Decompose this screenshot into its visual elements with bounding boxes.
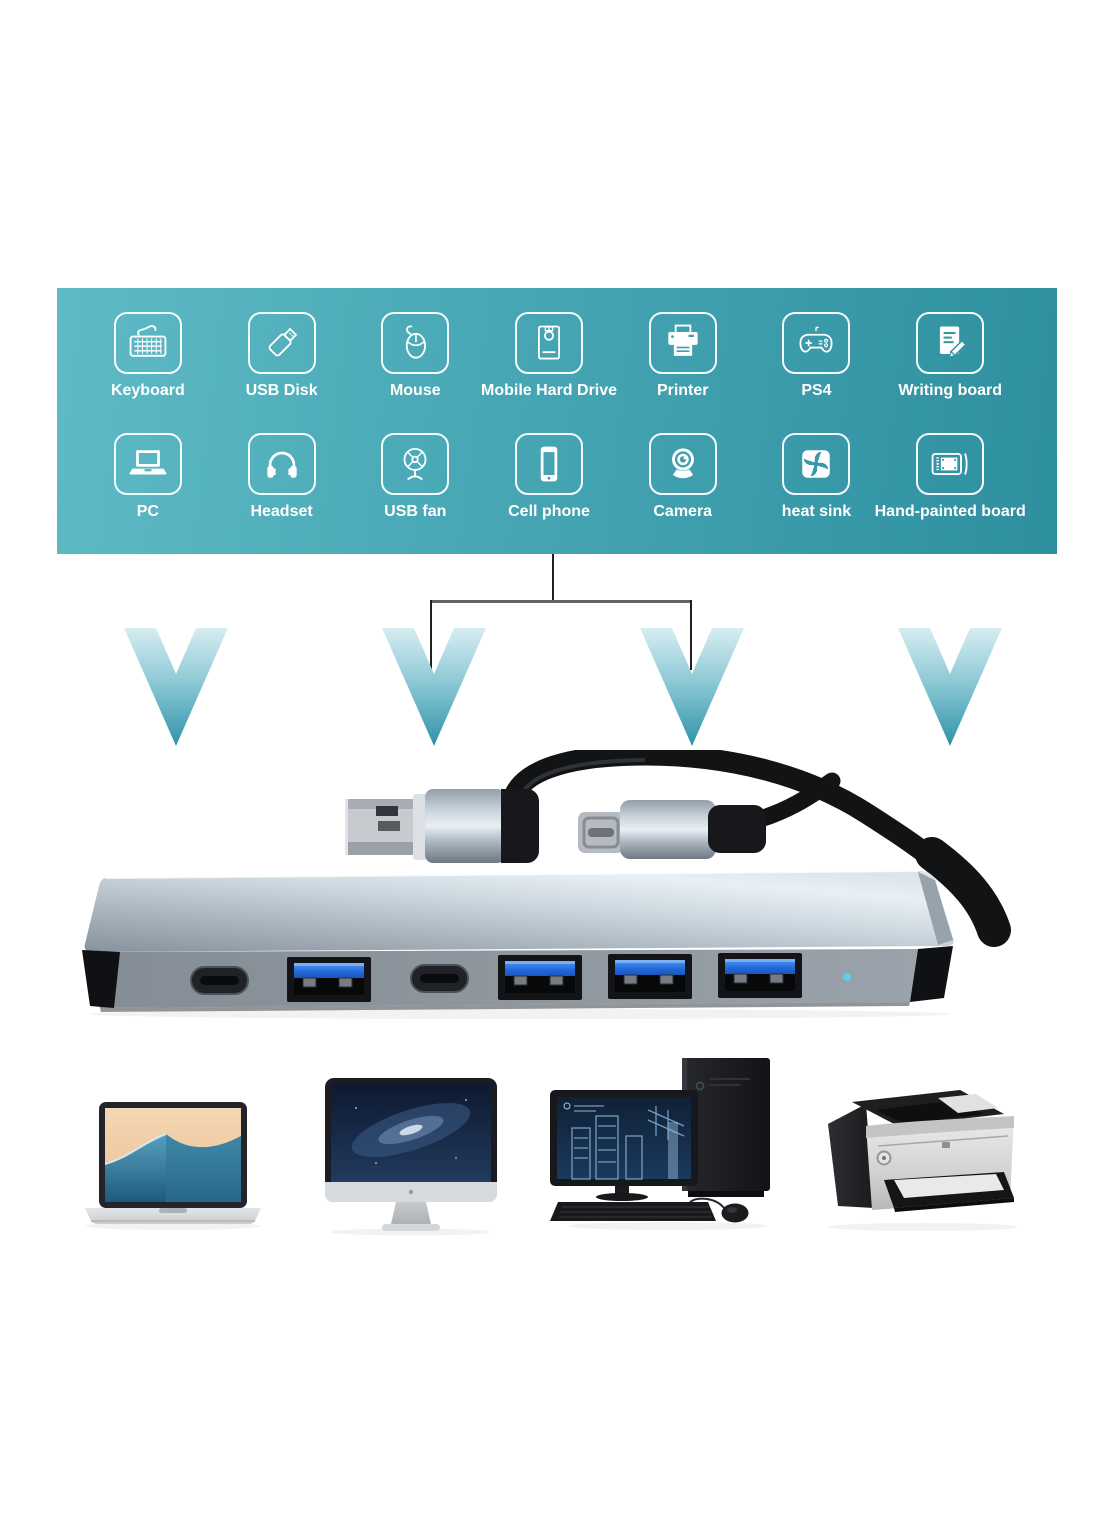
banner-item-label: Writing board — [898, 382, 1003, 399]
mouse-icon — [381, 312, 450, 374]
usb-c-connector — [578, 800, 766, 859]
desktop-computer-image — [548, 1050, 793, 1232]
laptop-image — [78, 1102, 268, 1230]
printer-image — [818, 1080, 1043, 1232]
banner-item-mouse: Mouse — [348, 312, 482, 400]
banner-item-usb-disk: USB Disk — [215, 312, 349, 400]
banner-item-label: USB Disk — [245, 382, 318, 399]
banner-item-usb-fan: USB fan — [348, 433, 482, 521]
usb-c-port — [190, 966, 249, 995]
banner-item-writing-board: Writing board — [883, 312, 1017, 400]
printer-icon — [648, 312, 717, 374]
down-arrow-icon — [890, 628, 1010, 746]
banner-item-headset: Headset — [215, 433, 349, 521]
hub-ports — [190, 952, 851, 1003]
banner-item-label: Mouse — [389, 382, 441, 399]
usb-disk-icon — [247, 312, 316, 374]
banner-item-label: Headset — [250, 503, 313, 520]
banner-item-label: PS4 — [801, 382, 832, 399]
usb-a-connector — [345, 789, 539, 863]
keyboard-icon — [113, 312, 182, 374]
usb-fan-icon — [381, 433, 450, 495]
camera-icon — [648, 433, 717, 495]
laptop-icon — [113, 433, 182, 495]
banner-item-label: heat sink — [781, 503, 852, 520]
power-led — [843, 973, 851, 981]
banner-item-mobile-hard-drive: Mobile Hard Drive — [481, 312, 618, 400]
banner-item-label: Printer — [656, 382, 709, 399]
usb-a-port — [607, 953, 693, 1000]
banner-item-pc: PC — [81, 433, 215, 521]
usb-a-port — [717, 952, 803, 999]
usb-a-port — [286, 956, 372, 1003]
cell-phone-icon — [515, 433, 584, 495]
banner-item-label: Mobile Hard Drive — [481, 382, 618, 399]
connector-line-right-stub — [690, 600, 692, 670]
usb-a-port — [497, 954, 583, 1001]
banner-item-cell-phone: Cell phone — [482, 433, 616, 521]
monitor-image — [316, 1078, 506, 1236]
connector-line-vertical — [552, 554, 554, 601]
banner-item-ps4: PS4 — [750, 312, 884, 400]
gamepad-icon — [782, 312, 851, 374]
banner-row-2: PC Headset USB fan Cell phone Camera heat sin… — [81, 433, 1026, 521]
headset-icon — [247, 433, 316, 495]
banner-item-label: USB fan — [384, 503, 447, 520]
banner-item-heat-sink: heat sink — [750, 433, 884, 521]
connector-line-horizontal — [431, 600, 692, 603]
banner-item-camera: Camera — [616, 433, 750, 521]
writing-board-icon — [916, 312, 985, 374]
banner-item-keyboard: Keyboard — [81, 312, 215, 400]
down-arrow-icon — [632, 628, 752, 746]
down-arrow-icon — [116, 628, 236, 746]
banner-item-label: Cell phone — [508, 503, 590, 520]
mobile-hard-drive-icon — [515, 312, 584, 374]
usb-hub-product-image — [60, 750, 1060, 1020]
hand-painted-board-icon — [916, 433, 985, 495]
banner-row-1: Keyboard USB Disk Mouse Mobile Hard Drive Pr… — [81, 312, 1017, 400]
heat-sink-icon — [782, 433, 851, 495]
connector-line-left-stub — [430, 600, 432, 670]
banner-item-label: Keyboard — [110, 382, 185, 399]
banner-item-label: Camera — [653, 503, 713, 520]
compatibility-banner: Keyboard USB Disk Mouse Mobile Hard Drive Pr… — [57, 288, 1057, 554]
banner-item-hand-painted-board: Hand-painted board — [875, 433, 1026, 521]
banner-item-printer: Printer — [616, 312, 750, 400]
down-arrow-icon — [374, 628, 494, 746]
banner-item-label: PC — [136, 503, 159, 520]
usb-c-port — [410, 964, 469, 993]
banner-item-label: Hand-painted board — [874, 503, 1026, 520]
